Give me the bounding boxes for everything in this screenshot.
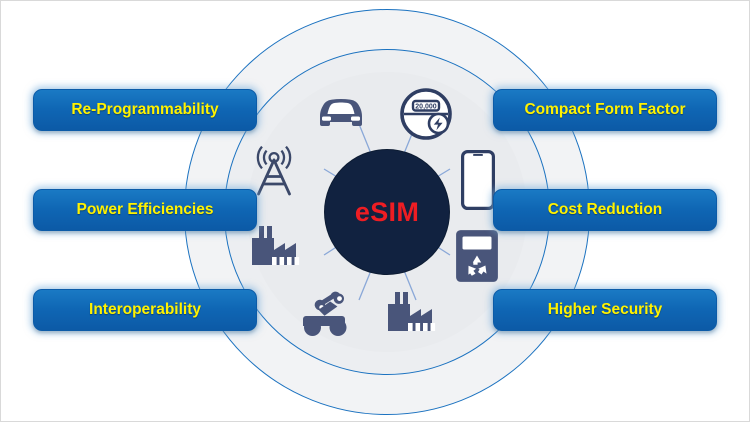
car-icon (313, 93, 369, 133)
odometer-icon: 20,000 (399, 87, 453, 141)
benefit-label: Compact Form Factor (524, 101, 686, 118)
benefit-label: Re-Programmability (71, 101, 219, 118)
benefit-label: Interoperability (89, 301, 201, 318)
benefit-interoperability[interactable]: Interoperability (33, 289, 257, 331)
benefit-cost-reduction[interactable]: Cost Reduction (493, 189, 717, 231)
cell-tower-icon (249, 143, 299, 199)
robot-rover-icon (296, 287, 358, 339)
smartphone-icon (459, 149, 497, 211)
benefit-label: Higher Security (547, 301, 663, 318)
recycling-device-icon (454, 229, 500, 283)
center-label: eSIM (354, 196, 420, 227)
svg-text:20,000: 20,000 (415, 103, 437, 110)
benefit-higher-security[interactable]: Higher Security (493, 289, 717, 331)
factory-icon (247, 223, 309, 271)
benefit-compact-form-factor[interactable]: Compact Form Factor (493, 89, 717, 131)
benefit-label: Power Efficiencies (76, 201, 214, 218)
center-hub: eSIM (325, 150, 449, 274)
benefit-power-efficiencies[interactable]: Power Efficiencies (33, 189, 257, 231)
factory-icon (383, 289, 445, 337)
benefit-label: Cost Reduction (547, 201, 663, 218)
benefit-re-programmability[interactable]: Re-Programmability (33, 89, 257, 131)
